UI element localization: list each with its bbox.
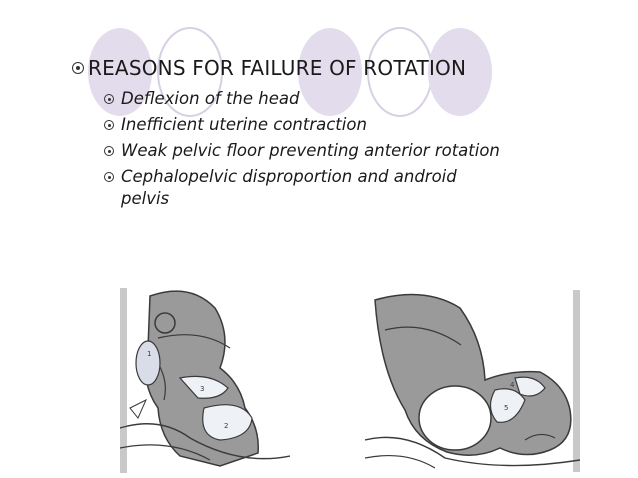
decorative-oval [88,28,152,116]
scan-edge [120,288,127,473]
figure-label: 3 [200,385,204,393]
bullet-icon [104,94,114,104]
list-item: Inefficient uterine contraction [104,114,534,136]
slide-heading: REASONS FOR FAILURE OF ROTATION [72,56,466,80]
list-item: Cephalopelvic disproportion and android … [104,166,464,210]
pelvic-outline [365,436,580,467]
bullet-icon [104,172,114,182]
figure-label: 4 [510,381,515,389]
right-pelvis-diagram: 4 5 [365,290,580,472]
figure-label: 2 [224,422,228,430]
figure-label: 5 [504,404,508,412]
bone-section-4 [489,388,526,423]
decorative-oval [157,27,223,117]
bone-section-5 [514,376,546,397]
decorative-oval [428,28,492,116]
bullet-icon [72,62,84,74]
list-item-text: Inefficient uterine contraction [121,115,367,134]
list-item-text: Weak pelvic floor preventing anterior ro… [121,141,500,160]
decorative-oval [298,28,362,116]
scan-edge [573,290,580,472]
list-item-text: Deflexion of the head [121,89,300,108]
fetus-ear [154,312,176,334]
list-item-text: Cephalopelvic disproportion and android … [121,167,457,208]
pelvic-inlet [418,385,492,451]
left-pelvis-diagram: 1 2 3 [120,288,290,473]
pelvic-outline [120,423,290,460]
list-item: Deflexion of the head [104,88,534,110]
bone-section-3 [178,375,229,399]
heading-text: REASONS FOR FAILURE OF ROTATION [88,56,467,80]
bone-section-2 [202,404,253,441]
reasons-list: Deflexion of the head Inefficient uterin… [104,88,534,214]
figure-label: 1 [147,350,151,358]
bullet-icon [104,146,114,156]
list-item: Weak pelvic floor preventing anterior ro… [104,140,534,162]
bullet-icon [104,120,114,130]
bone-section-1 [135,340,161,386]
